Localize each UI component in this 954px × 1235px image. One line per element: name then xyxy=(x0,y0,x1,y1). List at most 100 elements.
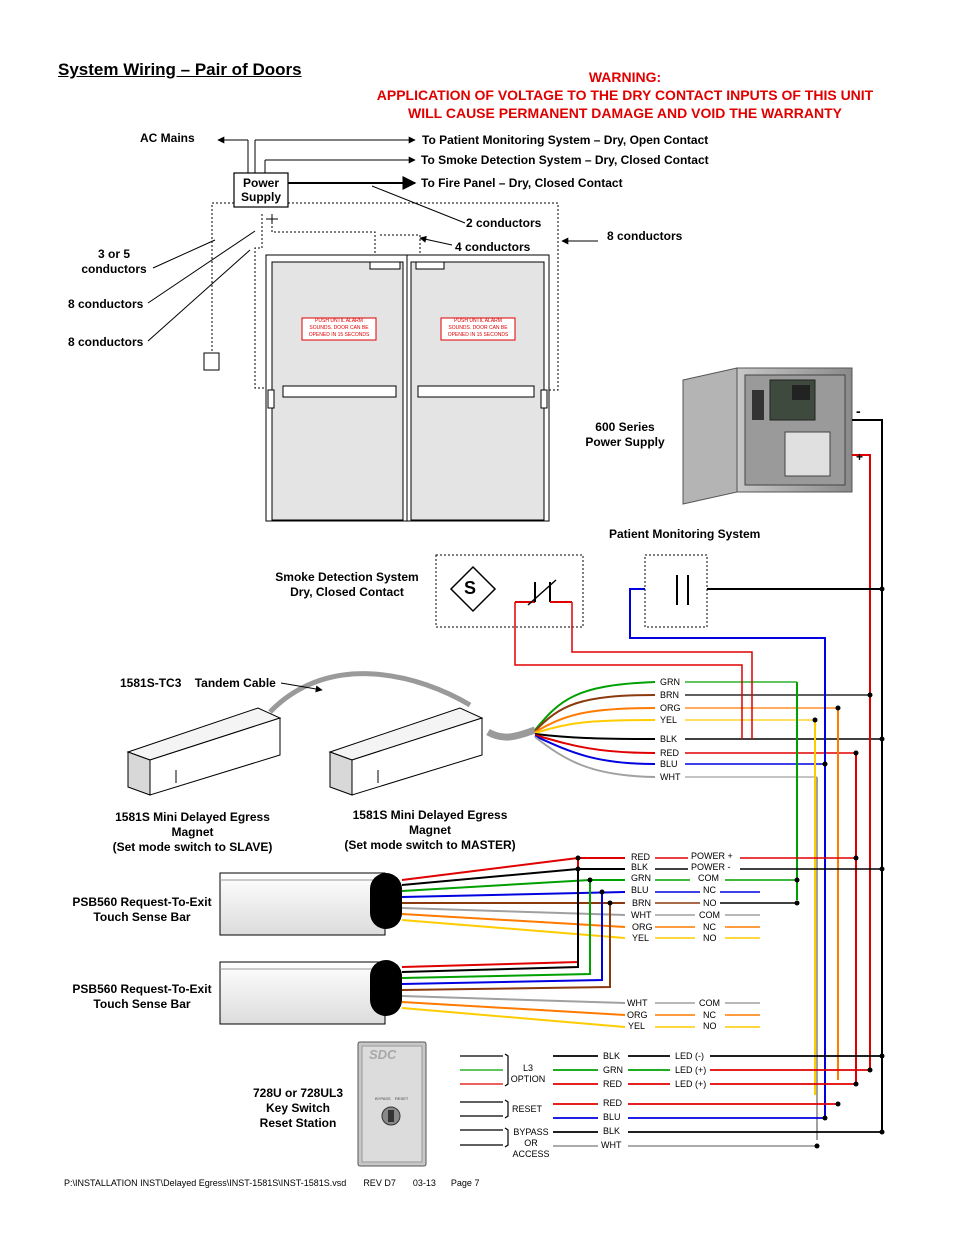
touch-bar-1 xyxy=(219,872,402,936)
warning-block: WARNING: APPLICATION OF VOLTAGE TO THE D… xyxy=(330,68,920,122)
ks-l3-fn-1: LED (+) xyxy=(675,1065,707,1075)
bypass-group-label: BYPASS OR ACCESS xyxy=(512,1127,550,1159)
footer-rev: REV D7 xyxy=(363,1178,396,1188)
patient-box xyxy=(644,554,708,628)
conduit-lines xyxy=(211,202,559,391)
ks-l3-wire-1: GRN xyxy=(603,1065,623,1075)
touch-bar-1-label: PSB560 Request-To-Exit Touch Sense Bar xyxy=(72,895,212,924)
psb1-fn-6: NC xyxy=(703,922,716,932)
ks-reset-wire-1: BLU xyxy=(603,1112,621,1122)
power-600-label: 600 Series Power Supply xyxy=(585,420,665,449)
psb1-fn-3: NC xyxy=(703,885,716,895)
wire-label-org: ORG xyxy=(660,703,681,713)
psb1-wire-5: WHT xyxy=(631,910,652,920)
reset-group-label: RESET xyxy=(511,1104,542,1114)
key-switch-box-small xyxy=(203,352,220,371)
eight-conductors-right-label: 8 conductors xyxy=(607,229,683,243)
ks-l3-wire-2: RED xyxy=(603,1079,623,1089)
to-patient-label: To Patient Monitoring System – Dry, Open… xyxy=(422,133,709,147)
wire-label-brn: BRN xyxy=(660,690,680,700)
plate-reset-text: RESET xyxy=(395,1096,409,1101)
bus-wires xyxy=(514,419,883,1140)
key-switch-plate xyxy=(357,1041,427,1167)
three-or-five-label: 3 or 5 conductors xyxy=(81,247,147,276)
page-title: System Wiring – Pair of Doors xyxy=(58,60,302,79)
psb1-fn-2: COM xyxy=(698,873,719,883)
footer-date: 03-13 xyxy=(412,1178,436,1188)
wire-label-blk: BLK xyxy=(660,734,678,744)
psb2-fn-1: NC xyxy=(703,1010,716,1020)
to-fire-label: To Fire Panel – Dry, Closed Contact xyxy=(421,176,623,190)
patient-monitoring-label: Patient Monitoring System xyxy=(609,527,761,541)
junction-dots xyxy=(575,586,885,1149)
psb1-fn-5: COM xyxy=(699,910,720,920)
psb1-wire-3: BLU xyxy=(631,885,649,895)
psb1-fn-1: POWER - xyxy=(691,862,731,872)
psb1-wire-0: RED xyxy=(631,852,651,862)
psb1-fn-7: NO xyxy=(703,933,717,943)
psb1-wire-4: BRN xyxy=(632,898,652,908)
magnet-slave-label: 1581S Mini Delayed Egress Magnet (Set mo… xyxy=(112,810,273,854)
wire-label-grn: GRN xyxy=(660,677,680,687)
plus-terminal-label: + xyxy=(856,450,864,464)
minus-terminal-label: - xyxy=(856,403,861,419)
magnet-slave xyxy=(126,707,282,796)
four-conductors-label: 4 conductors xyxy=(455,240,531,254)
to-smoke-label: To Smoke Detection System – Dry, Closed … xyxy=(421,153,709,167)
psb2-fn-2: NO xyxy=(703,1021,717,1031)
warning-line-2: WILL CAUSE PERMANENT DAMAGE AND VOID THE… xyxy=(408,105,842,121)
tandem-cable xyxy=(268,671,472,714)
ks-l3-fn-0: LED (-) xyxy=(675,1051,704,1061)
ks-l3-fn-2: LED (+) xyxy=(675,1079,707,1089)
door-sign-left: PUSH UNTIL ALARM SOUNDS. DOOR CAN BE OPE… xyxy=(308,318,370,338)
psb1-wire-6: ORG xyxy=(632,922,653,932)
ks-reset-wire-0: RED xyxy=(603,1098,623,1108)
wire-label-blu: BLU xyxy=(660,759,678,769)
psb1-wire-7: YEL xyxy=(632,933,650,943)
smoke-diamond xyxy=(449,565,497,613)
psb1-wire-2: GRN xyxy=(631,873,651,883)
warning-line-1: APPLICATION OF VOLTAGE TO THE DRY CONTAC… xyxy=(376,87,874,103)
footer: P:\INSTALLATION INST\Delayed Egress\INST… xyxy=(64,1178,479,1188)
psb2-wire-1: ORG xyxy=(627,1010,648,1020)
smoke-box xyxy=(435,554,584,628)
wire-label-red: RED xyxy=(660,748,680,758)
magnet-master xyxy=(328,707,484,796)
psb2-wire-0: WHT xyxy=(627,998,648,1008)
door-left xyxy=(265,254,408,522)
power-supply-box xyxy=(233,172,289,208)
two-conductors-label: 2 conductors xyxy=(466,216,542,230)
magnet-wires xyxy=(534,681,656,778)
door-sign-right: PUSH UNTIL ALARM SOUNDS. DOOR CAN BE OPE… xyxy=(447,318,509,338)
l3-option-label: L3 OPTION xyxy=(510,1063,546,1084)
psb1-wire-1: BLK xyxy=(631,862,649,872)
warning-title: WARNING: xyxy=(588,69,662,85)
power-supply-label: Power Supply xyxy=(240,176,281,204)
footer-path: P:\INSTALLATION INST\Delayed Egress\INST… xyxy=(64,1178,347,1188)
ks-l3-wire-0: BLK xyxy=(603,1051,621,1061)
smoke-symbol: S xyxy=(464,578,477,598)
ks-bypass-wire-0: BLK xyxy=(603,1126,621,1136)
psb1-fn-4: NO xyxy=(703,898,717,908)
plate-bypass-text: BYPASS xyxy=(375,1096,391,1101)
psb1-fn-0: POWER + xyxy=(691,851,733,861)
touch-bar-2 xyxy=(219,960,402,1025)
magnet-master-label: 1581S Mini Delayed Egress Magnet (Set mo… xyxy=(344,808,516,852)
ac-mains-label: AC Mains xyxy=(140,131,195,145)
eight-conductors-b-label: 8 conductors xyxy=(68,335,144,349)
door-right xyxy=(406,254,550,522)
wire-label-yel: YEL xyxy=(660,715,678,725)
ks-bypass-wire-1: WHT xyxy=(601,1140,622,1150)
touch-bar-2-label: PSB560 Request-To-Exit Touch Sense Bar xyxy=(72,982,212,1011)
psb2-fn-0: COM xyxy=(699,998,720,1008)
psb2-wire-2: YEL xyxy=(628,1021,646,1031)
footer-page: Page 7 xyxy=(450,1178,480,1188)
tandem-cable-label: 1581S-TC3 Tandem Cable xyxy=(120,676,276,690)
plate-logo: SDC xyxy=(369,1047,397,1062)
smoke-detection-label: Smoke Detection System Dry, Closed Conta… xyxy=(275,570,419,599)
key-switch-label: 728U or 728UL3 Key Switch Reset Station xyxy=(252,1086,344,1130)
wire-label-wht: WHT xyxy=(660,772,681,782)
eight-conductors-a-label: 8 conductors xyxy=(68,297,144,311)
power-supply-600 xyxy=(682,367,853,505)
